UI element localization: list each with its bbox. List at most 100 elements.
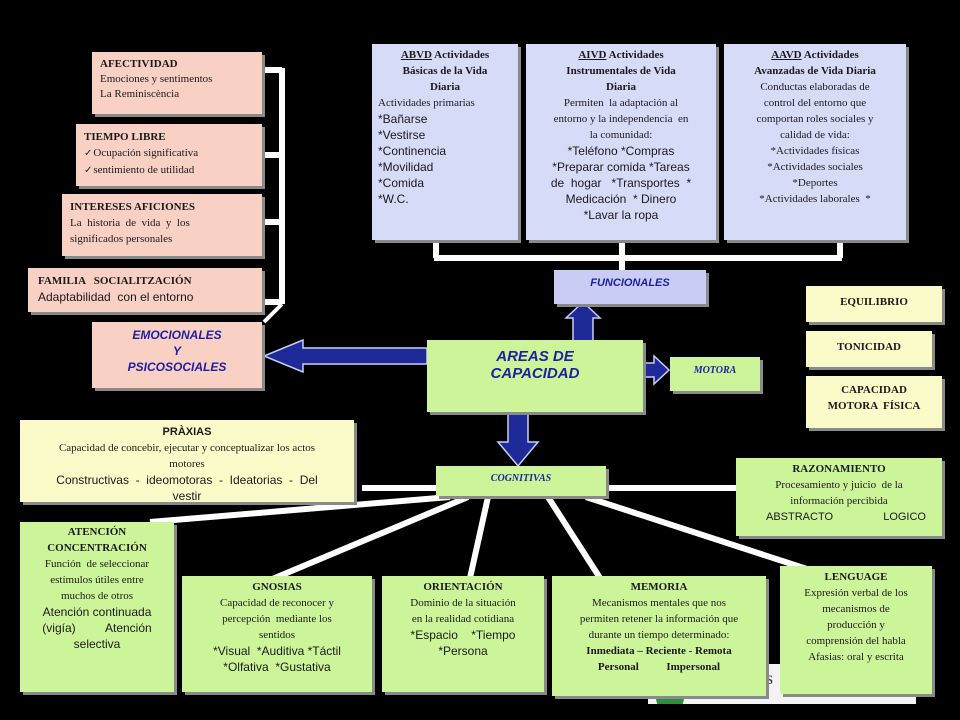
center-node: AREAS DE CAPACIDAD [427, 340, 643, 412]
aavd-line3: comportan roles sociales y [756, 113, 874, 125]
abvd-item: *Vestirse [378, 128, 426, 142]
atencion-line6: selectiva [73, 637, 121, 651]
atencion-line5: (vigía) Atención [42, 621, 152, 635]
aavd-line2: control del entorno que [763, 97, 867, 109]
atencion-line4: Atención continuada [42, 605, 152, 619]
orientacion-line1: Dominio de la situación [410, 597, 516, 609]
afectividad-line2: La Reminiscència [100, 88, 180, 100]
arrow-left [262, 338, 428, 374]
memoria-line2: permiten retener la información que [579, 613, 739, 625]
aavd-title-line2: Avanzadas de Vida Diaria [754, 65, 876, 77]
atencion-line1: Función de seleccionar [44, 558, 150, 570]
gnosias-line5: *Olfativa *Gustativa [223, 660, 331, 674]
abvd-item: *Comida [378, 176, 425, 190]
razonamiento-abstracto: ABSTRACTO [766, 511, 834, 523]
top-bracket [433, 240, 843, 270]
cognitive-fan [149, 485, 811, 583]
aivd-line4: *Teléfono *Compras [567, 144, 675, 158]
abvd-item: *W.C. [378, 192, 409, 206]
orientacion-title: ORIENTACIÓN [423, 581, 503, 593]
aavd-line8: *Actividades laborales * [759, 193, 871, 205]
capacidad-motora-line2: MOTORA FÍSICA [827, 400, 921, 412]
orientacion-line3: *Espacio *Tiempo [410, 628, 516, 642]
tiempo-libre-item: sentimiento de utilidad [84, 162, 254, 179]
aavd-line7: *Deportes [792, 177, 838, 189]
aivd-line8: *Lavar la ropa [583, 208, 659, 222]
motora-node: MOTORA [670, 357, 760, 391]
cognitivas-label: COGNITIVAS [490, 473, 552, 484]
intereses-box: INTERESES AFICIONES La historia de vida … [62, 194, 262, 256]
memoria-line4: Inmediata – Reciente - Remota [586, 645, 732, 657]
familia-line1: Adaptabilidad con el entorno [38, 290, 194, 304]
lenguaje-title: LENGUAGE [824, 571, 888, 583]
atencion-title1: ATENCIÓN [67, 526, 127, 538]
center-title-line1: AREAS DE [496, 348, 574, 365]
aivd-line3: la comunidad: [589, 129, 653, 141]
orientacion-line2: en la realidad cotidiana [411, 613, 515, 625]
praxias-line1: Capacidad de concebir, ejecutar y concep… [58, 442, 316, 454]
gnosias-line4: *Visual *Auditiva *Táctil [213, 644, 341, 658]
equilibrio-box: EQUILIBRIO [806, 286, 942, 322]
equilibrio-label: EQUILIBRIO [840, 296, 908, 308]
praxias-line4: vestir [172, 489, 202, 502]
arrow-up [564, 300, 602, 343]
aavd-line4: calidad de vida: [780, 129, 850, 141]
afectividad-line1: Emociones y sentimentos [100, 73, 213, 85]
atencion-box: ATENCIÓN CONCENTRACIÓN Función de selecc… [20, 522, 174, 692]
praxias-line3: Constructivas - ideomotoras - Ideatorias… [56, 473, 318, 487]
razonamiento-title: RAZONAMIENTO [792, 463, 886, 475]
gnosias-title: GNOSIAS [252, 581, 302, 593]
razonamiento-line2: información percibida [790, 495, 888, 507]
praxias-title: PRÀXIAS [162, 426, 212, 438]
afectividad-box: AFECTIVIDAD Emociones y sentimentos La R… [92, 52, 262, 114]
aivd-line1: Permiten la adaptación al [563, 97, 679, 109]
memoria-line5: Personal Impersonal [597, 661, 721, 673]
left-bracket [262, 67, 285, 305]
familia-title: FAMILIA SOCIALITZACIÓN [38, 275, 192, 287]
emocionales-line3: PSICOSOCIALES [127, 360, 227, 374]
lenguaje-box: LENGUAGE Expresión verbal de los mecanis… [780, 566, 932, 694]
aivd-box: AIVD Actividades Instrumentales de Vida … [526, 44, 716, 240]
aavd-line5: *Actividades físicas [770, 145, 860, 157]
razonamiento-box: RAZONAMIENTO Procesamiento y juicio de l… [736, 458, 942, 536]
orientacion-line4: *Persona [438, 644, 488, 658]
aivd-line7: Medicación * Dinero [565, 192, 677, 206]
abvd-title: Actividades [432, 49, 490, 61]
arrow-down [496, 413, 540, 468]
lenguaje-line1: Expresión verbal de los [804, 587, 908, 599]
lenguaje-line3: producción y [827, 619, 885, 631]
abvd-item: *Bañarse [378, 112, 428, 126]
tiempo-libre-title: TIEMPO LIBRE [84, 131, 166, 143]
atencion-line2: estímulos útiles entre [50, 574, 144, 586]
emocionales-node: EMOCIONALES Y PSICOSOCIALES [92, 322, 262, 388]
bracket-to-emocionales [262, 302, 284, 324]
aavd-line1: Conductas elaboradas de [760, 81, 870, 93]
lenguaje-line5: Afasias: oral y escrita [808, 651, 904, 663]
abvd-title-line2: Básicas de la Vida [402, 65, 488, 77]
aivd-line2: entorno y la independencia en [553, 113, 689, 125]
gnosias-line3: sentidos [258, 629, 296, 641]
memoria-box: MEMORIA Mecanismos mentales que nos perm… [552, 576, 766, 696]
aivd-title-line3: Diaria [606, 81, 636, 93]
afectividad-title: AFECTIVIDAD [100, 58, 178, 70]
aavd-line6: *Actividades sociales [767, 161, 863, 173]
intereses-line1: La historia de vida y los [70, 217, 190, 229]
memoria-title: MEMORIA [630, 581, 688, 593]
tiempo-libre-list: Ocupación significativa sentimiento de u… [84, 145, 254, 179]
aavd-title: Actividades [801, 49, 859, 61]
aivd-line6: de hogar *Transportes * [550, 176, 692, 190]
intereses-title: INTERESES AFICIONES [70, 201, 196, 213]
cognitivas-node: COGNITIVAS [436, 466, 606, 496]
atencion-title2: CONCENTRACIÓN [47, 542, 147, 554]
tiempo-libre-item: Ocupación significativa [84, 145, 254, 162]
intereses-line2: significados personales [70, 233, 173, 245]
razonamiento-line1: Procesamiento y juicio de la [775, 479, 903, 491]
familia-box: FAMILIA SOCIALITZACIÓN Adaptabilidad con… [28, 268, 262, 312]
capacidad-motora-line1: CAPACIDAD [841, 384, 907, 396]
emocionales-line1: EMOCIONALES [132, 328, 222, 342]
memoria-line1: Mecanismos mentales que nos [591, 597, 727, 609]
funcionales-label: FUNCIONALES [590, 277, 670, 289]
razonamiento-logico: LOGICO [883, 511, 926, 523]
memoria-line3: durante un tiempo determinado: [588, 629, 730, 641]
atencion-line3: muchos de otros [60, 590, 134, 602]
